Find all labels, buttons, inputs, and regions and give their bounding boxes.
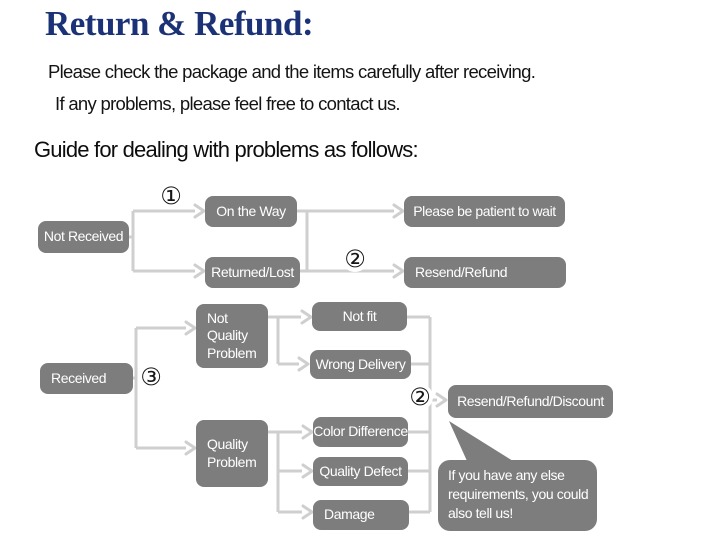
page-title: Return & Refund: <box>45 4 314 43</box>
flow-node-received: Received <box>40 363 133 394</box>
flow-node-please-be-patient: Please be patient to wait <box>404 196 565 227</box>
flow-node-not-fit: Not fit <box>312 302 407 331</box>
intro-line-1: Please check the package and the items c… <box>48 61 536 82</box>
step-marker-1: ① <box>158 183 184 209</box>
flow-node-quality-defect: Quality Defect <box>313 457 408 486</box>
flow-node-on-the-way: On the Way <box>205 196 297 227</box>
step-marker-2-top: ② <box>342 246 368 272</box>
flow-node-quality-problem: Quality Problem <box>196 420 268 487</box>
flow-node-resend-refund-discount: Resend/Refund/Discount <box>448 385 613 418</box>
flow-node-returned-lost: Returned/Lost <box>205 257 300 288</box>
guide-heading: Guide for dealing with problems as follo… <box>34 137 419 162</box>
flow-node-resend-refund: Resend/Refund <box>404 257 566 288</box>
intro-line-2: If any problems, please feel free to con… <box>55 93 401 114</box>
flow-node-damage: Damage <box>313 500 409 530</box>
flow-node-color-difference: Color Difference <box>313 417 408 447</box>
flow-node-wrong-delivery: Wrong Delivery <box>310 350 411 379</box>
note-bubble-tail <box>449 421 513 461</box>
note-bubble: If you have any else requirements, you c… <box>438 460 597 531</box>
step-marker-2-bottom: ② <box>407 384 433 410</box>
flow-node-not-received: Not Received <box>38 221 129 253</box>
flow-node-not-quality-problem: Not Quality Problem <box>196 304 268 368</box>
step-marker-3: ③ <box>138 364 164 390</box>
